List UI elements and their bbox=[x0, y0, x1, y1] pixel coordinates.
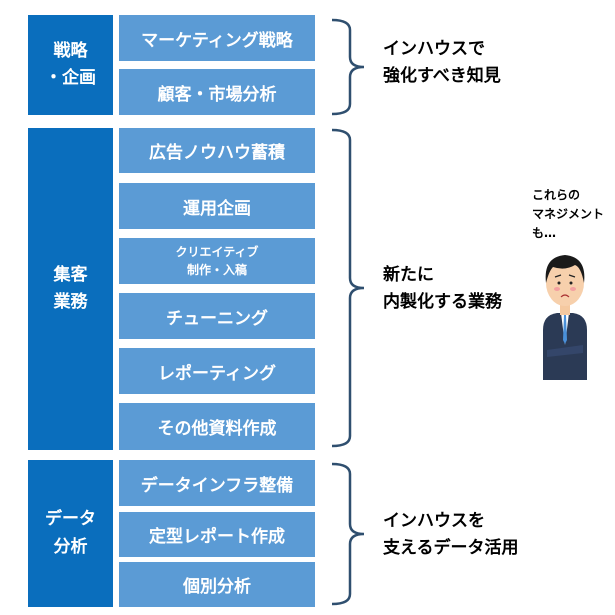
item-individual-analysis: 個別分析 bbox=[119, 562, 315, 607]
note-data: インハウスを 支えるデータ活用 bbox=[383, 511, 519, 559]
item-other-docs: その他資料作成 bbox=[119, 403, 315, 450]
worried-man-illustration bbox=[543, 255, 587, 380]
item-tuning: チューニング bbox=[119, 293, 315, 339]
brace-1 bbox=[331, 18, 365, 116]
brace-2 bbox=[331, 128, 365, 448]
brace-3 bbox=[331, 462, 365, 606]
item-reporting: レポーティング bbox=[119, 348, 315, 394]
category-strategy: 戦略 ・企画 bbox=[28, 15, 113, 115]
item-data-infra: データインフラ整備 bbox=[119, 460, 315, 506]
item-ad-knowhow: 広告ノウハウ蓄積 bbox=[119, 128, 315, 173]
item-customer-analysis: 顧客・市場分析 bbox=[119, 69, 315, 115]
note-strategy: インハウスで 強化すべき知見 bbox=[383, 39, 501, 87]
item-marketing-strategy: マーケティング戦略 bbox=[119, 15, 315, 61]
category-data-analysis: データ 分析 bbox=[28, 460, 113, 607]
item-regular-report: 定型レポート作成 bbox=[119, 512, 315, 557]
item-creative: クリエイティブ 制作・入稿 bbox=[119, 238, 315, 284]
character-speech: これらの マネジメントも… bbox=[532, 188, 605, 241]
category-acquisition: 集客 業務 bbox=[28, 128, 113, 450]
item-operation-planning: 運用企画 bbox=[119, 183, 315, 229]
note-acquisition: 新たに 内製化する業務 bbox=[383, 265, 502, 313]
